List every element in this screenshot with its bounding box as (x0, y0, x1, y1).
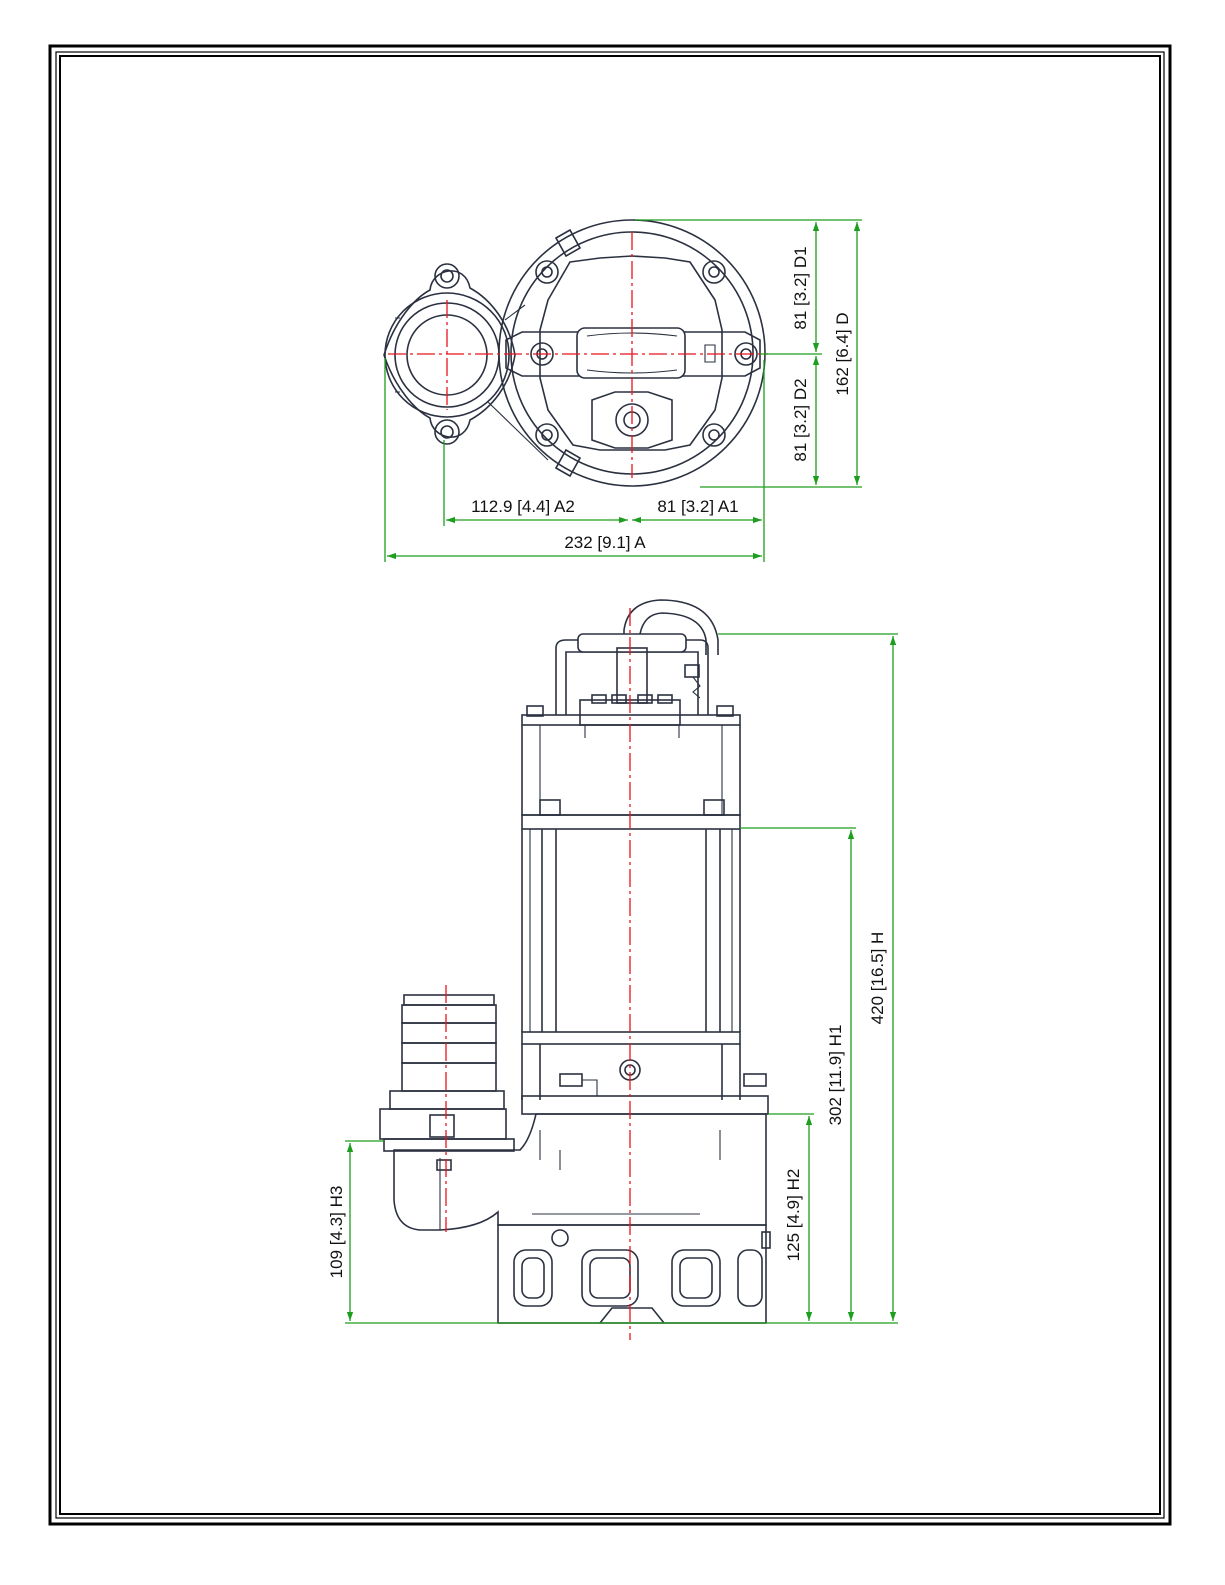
dim-d-label: 162 [6.4] D (833, 312, 852, 395)
side-view-dimension-labels: 420 [16.5] H 302 [11.9] H1 125 [4.9] H2 … (327, 932, 887, 1279)
motor-housing (522, 800, 740, 1032)
dim-a1-label: 81 [3.2] A1 (657, 497, 738, 516)
dim-h2-label: 125 [4.9] H2 (784, 1169, 803, 1262)
dim-a-label: 232 [9.1] A (564, 533, 646, 552)
lifting-handle (556, 634, 708, 715)
pump-side-view (380, 600, 770, 1323)
dim-d2-label: 81 [3.2] D2 (791, 378, 810, 461)
strainer-base (498, 1225, 770, 1323)
side-view-centerlines (446, 608, 630, 1340)
pump-top-view (384, 220, 765, 486)
seal-housing (522, 1032, 768, 1114)
dim-h1-label: 302 [11.9] H1 (826, 1025, 845, 1126)
side-view-dimension-lines (345, 634, 898, 1323)
discharge-fitting-side (380, 995, 514, 1170)
dim-h3-label: 109 [4.3] H3 (327, 1186, 346, 1279)
pump-casing (394, 1114, 766, 1230)
dim-d1-label: 81 [3.2] D1 (791, 246, 810, 329)
dim-a2-label: 112.9 [4.4] A2 (471, 497, 575, 516)
dim-h-label: 420 [16.5] H (868, 932, 887, 1025)
top-view-dimension-labels: 81 [3.2] D1 162 [6.4] D 81 [3.2] D2 112.… (471, 246, 852, 552)
drawing-frame (50, 46, 1170, 1524)
